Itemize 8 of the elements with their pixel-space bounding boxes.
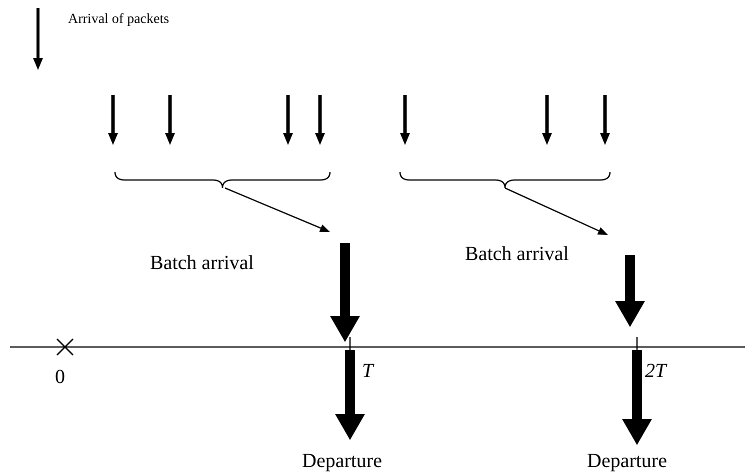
axis-label: T [362,360,374,383]
axis-label: 2T [645,360,666,383]
axis-label: 0 [55,366,65,389]
annotation-text: Batch arrival [150,252,254,275]
annotation-text: Departure [587,450,667,473]
annotation-text: Departure [302,450,382,473]
legend-text: Arrival of packets [68,12,170,28]
annotation-text: Batch arrival [465,243,569,266]
